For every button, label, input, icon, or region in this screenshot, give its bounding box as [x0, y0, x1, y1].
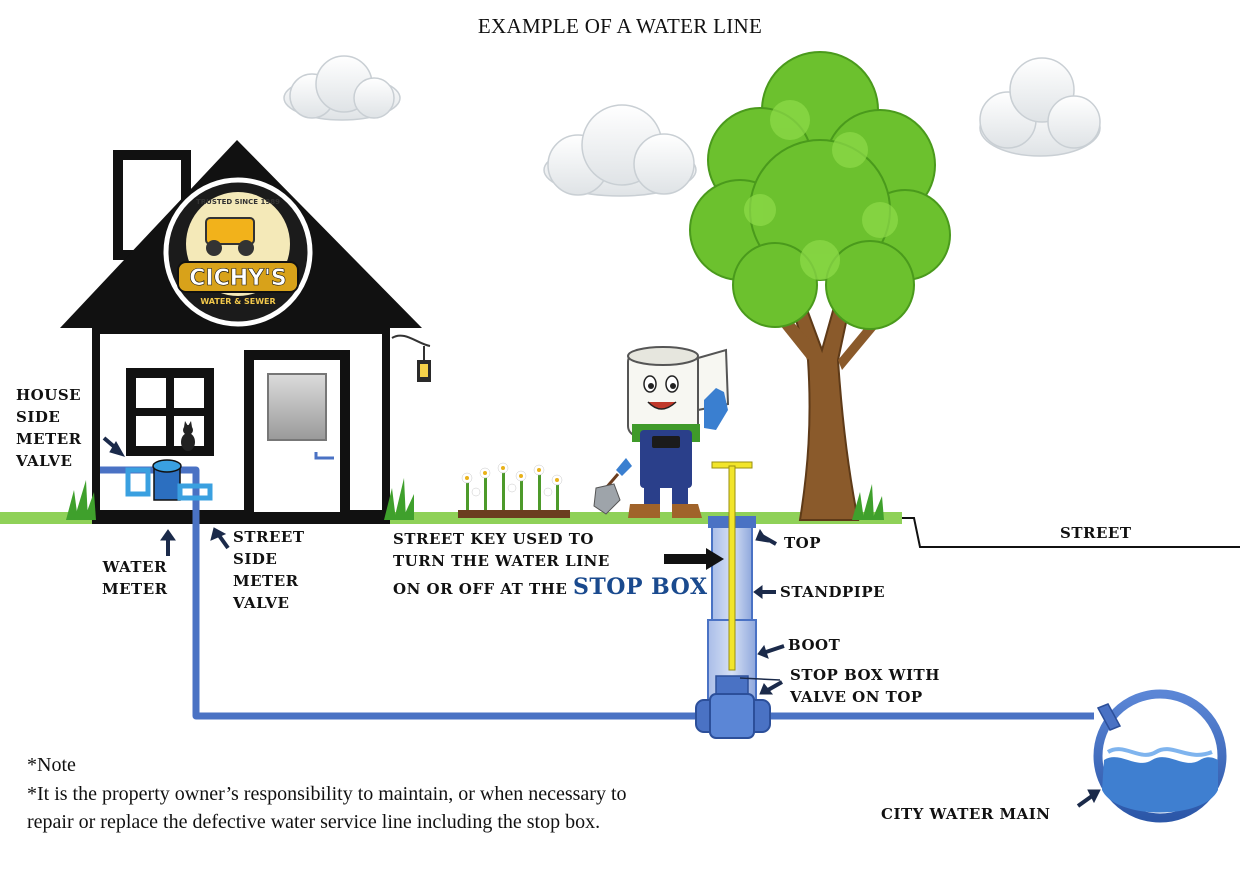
- note-heading: *Note: [27, 754, 76, 776]
- tree-icon: [689, 51, 951, 521]
- label-line: METER: [102, 580, 168, 598]
- label-line: SIDE: [16, 408, 61, 426]
- label-line: TURN THE WATER LINE: [393, 552, 610, 570]
- label-stop-box-valve: STOP BOX WITH VALVE ON TOP: [790, 664, 940, 708]
- arrow-stop-box-icon: [759, 680, 783, 695]
- company-logo: CICHY'S WATER & SEWER TRUSTED SINCE 1989: [163, 177, 313, 327]
- grass-icon: [66, 478, 884, 520]
- arrow-city-main-icon: [1076, 789, 1101, 808]
- cloud-icon: [543, 104, 697, 197]
- label-top: TOP: [784, 534, 822, 552]
- label-street: STREET: [1060, 524, 1132, 542]
- label-line: ON OR OFF AT THE STOP BOX: [393, 576, 708, 600]
- street-key: [711, 461, 753, 671]
- street-curb: [902, 517, 1240, 548]
- label-street-key: STREET KEY USED TO TURN THE WATER LINE O…: [393, 528, 708, 600]
- note-line-2: repair or replace the defective water se…: [27, 811, 601, 833]
- label-line: METER: [233, 572, 299, 590]
- arrow-house-valve-icon: [102, 436, 126, 457]
- arrow-street-key-icon: [664, 548, 724, 570]
- flower-bed-icon: [458, 462, 570, 518]
- arrow-street-valve-icon: [210, 527, 230, 550]
- arrow-top-icon: [755, 528, 777, 546]
- label-line: STREET: [233, 528, 305, 546]
- label-line: SIDE: [233, 550, 278, 568]
- arrow-boot-icon: [757, 644, 785, 659]
- label-line: VALVE: [233, 594, 290, 612]
- mascot-icon: [593, 346, 730, 518]
- city-water-main: [1093, 689, 1227, 823]
- label-line-text: ON OR OFF AT THE: [393, 580, 568, 598]
- lamp-icon: [391, 334, 431, 382]
- cat-icon: [181, 421, 195, 451]
- logo-name: CICHY'S: [189, 266, 286, 291]
- label-street-side-meter-valve: STREET SIDE METER VALVE: [233, 526, 305, 614]
- label-line: VALVE ON TOP: [790, 688, 923, 706]
- label-line: STREET KEY USED TO: [393, 530, 594, 548]
- cloud-icon: [979, 57, 1101, 157]
- arrow-standpipe-icon: [753, 585, 776, 599]
- label-line: VALVE: [16, 452, 73, 470]
- label-city-water-main: CITY WATER MAIN: [881, 805, 1051, 823]
- arrow-water-meter-icon: [160, 529, 176, 556]
- label-line: HOUSE: [16, 386, 82, 404]
- stop-box-emphasis: STOP BOX: [573, 574, 708, 600]
- label-line: WATER: [102, 558, 167, 576]
- note-line-1: *It is the property owner’s responsibili…: [27, 783, 627, 805]
- water-meter: [125, 459, 213, 501]
- label-line: STOP BOX WITH: [790, 666, 940, 684]
- logo-tagline: WATER & SEWER: [200, 297, 275, 306]
- label-line: METER: [16, 430, 82, 448]
- diagram-title: EXAMPLE OF A WATER LINE: [477, 14, 763, 38]
- logo-badge-top: TRUSTED SINCE 1989: [196, 198, 280, 206]
- label-water-meter: WATER METER: [102, 556, 168, 600]
- label-house-side-meter-valve: HOUSE SIDE METER VALVE: [16, 384, 82, 472]
- label-boot: BOOT: [788, 636, 841, 654]
- cloud-icon: [283, 55, 401, 121]
- label-standpipe: STANDPIPE: [780, 583, 886, 601]
- arrow-markers: [102, 436, 1101, 808]
